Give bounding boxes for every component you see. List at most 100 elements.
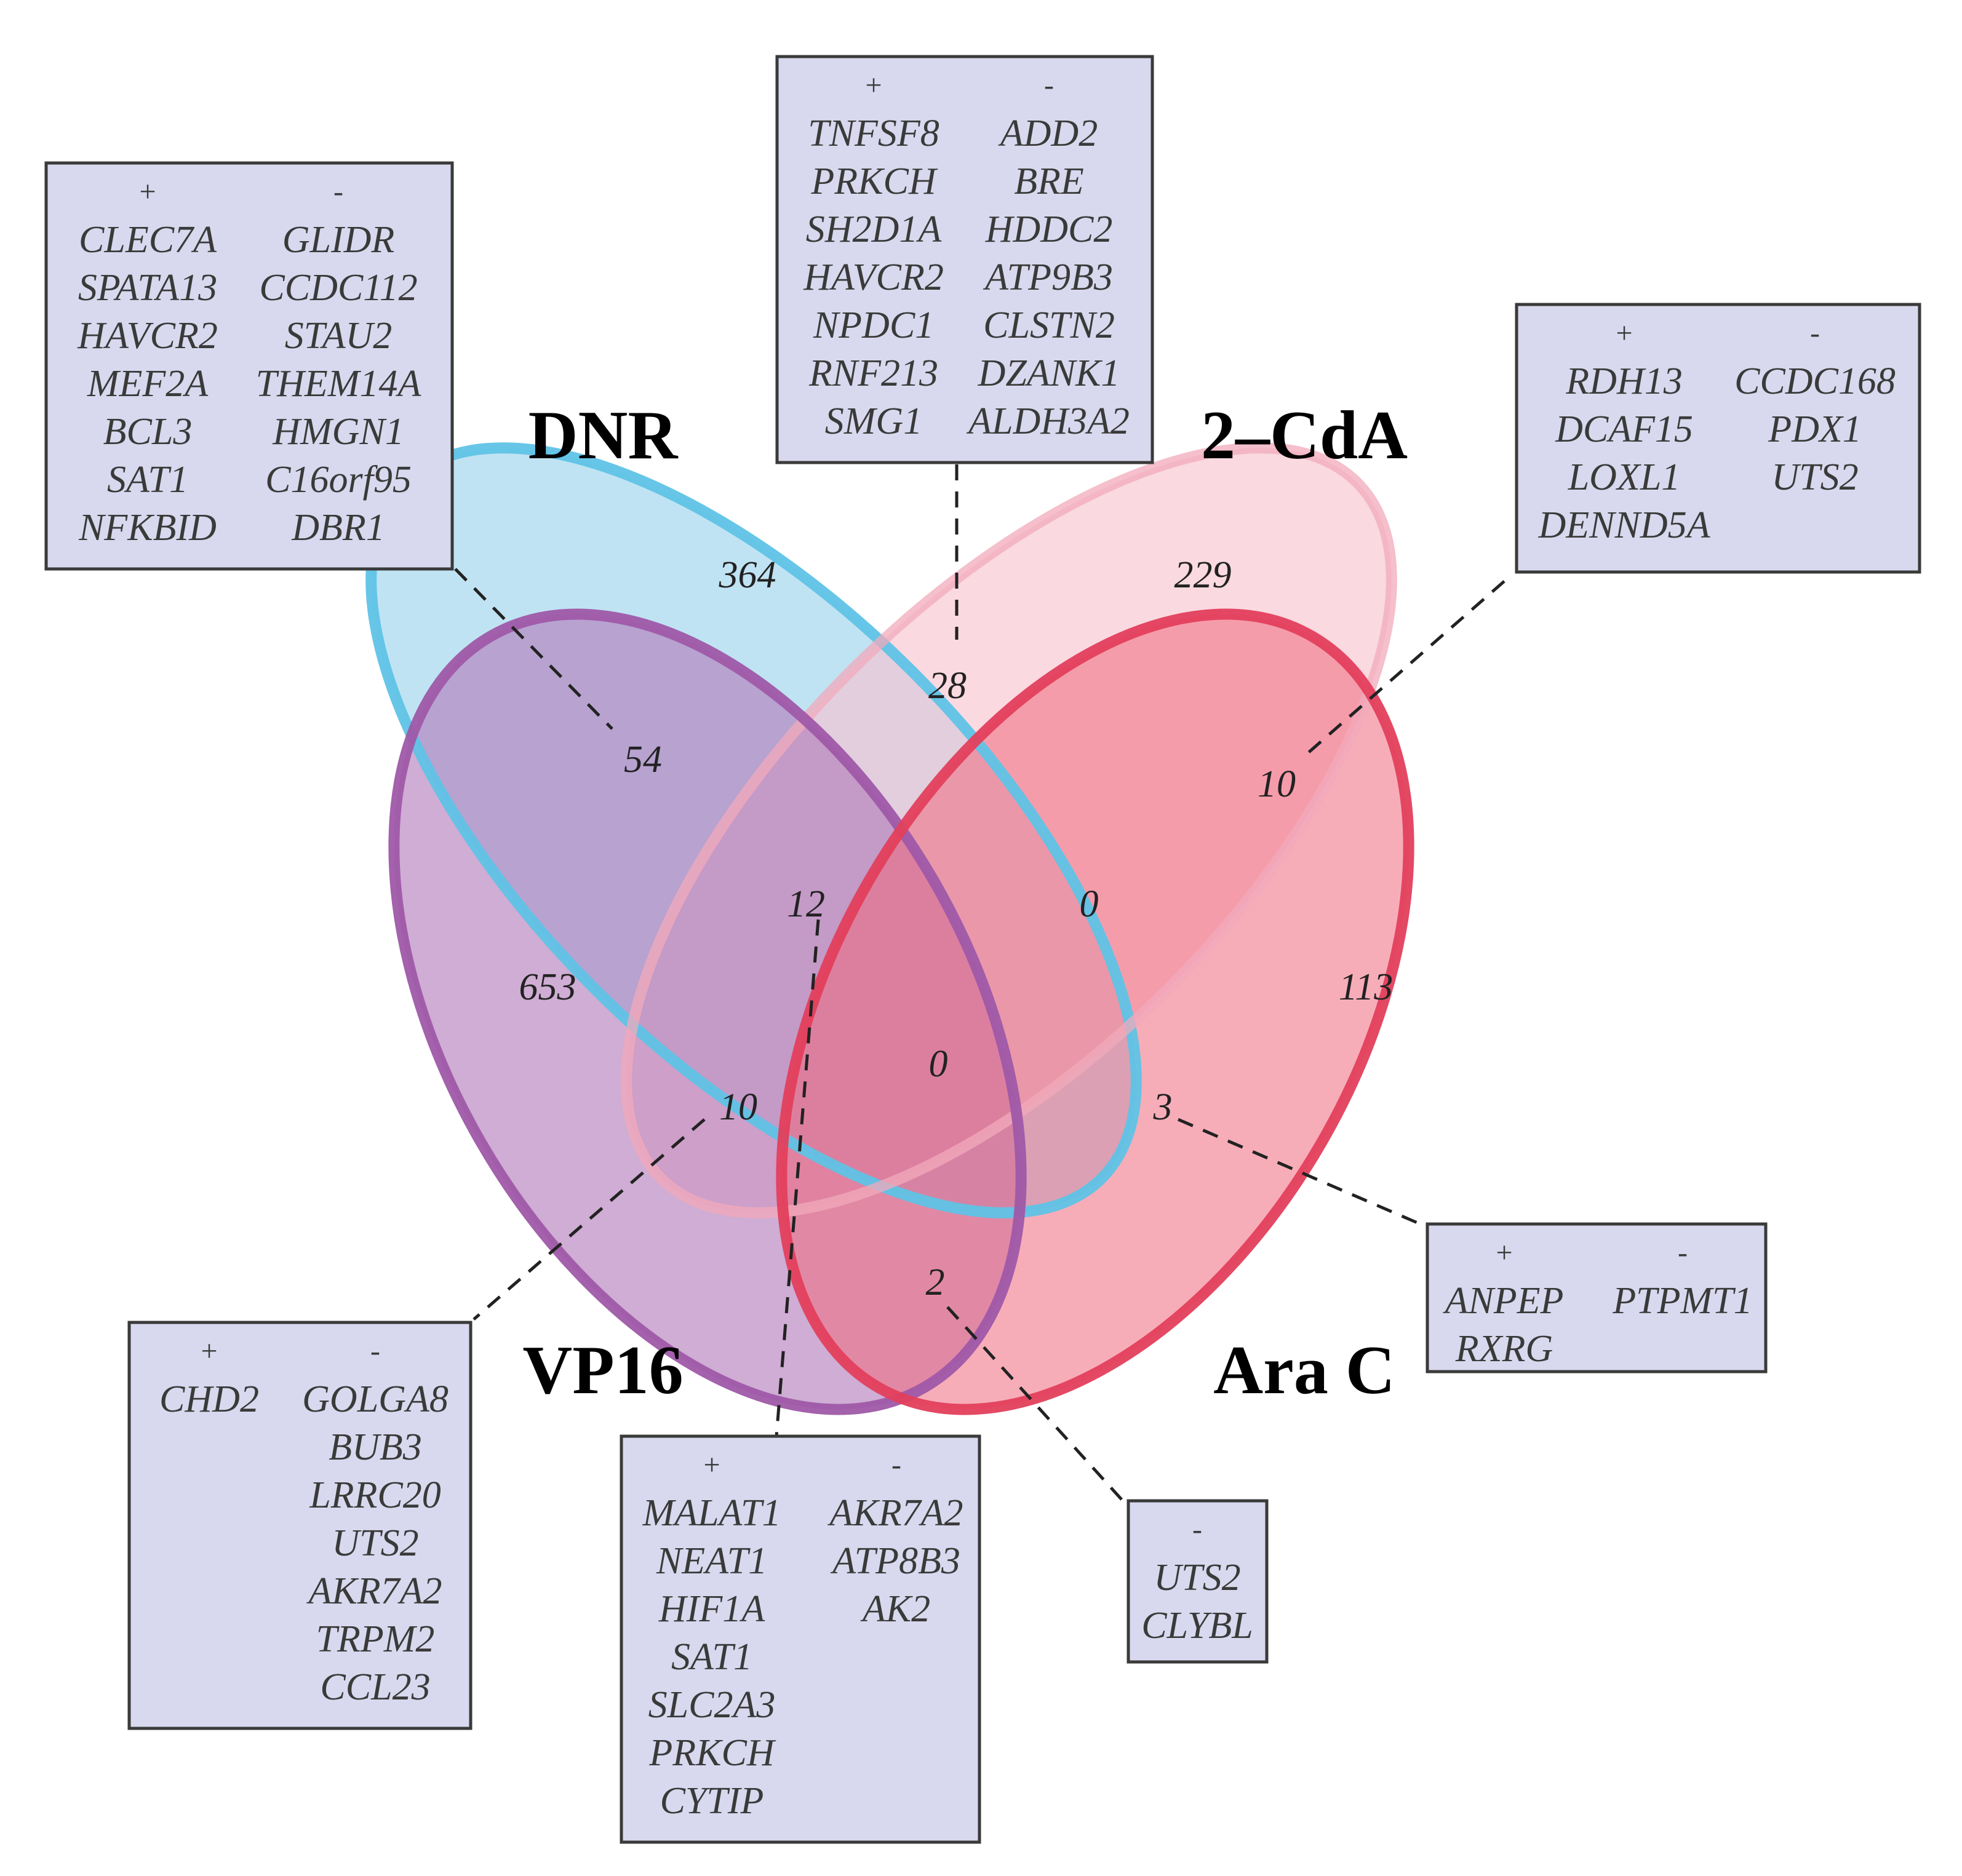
upregulated-gene: LOXL1	[1568, 456, 1681, 498]
downregulated-gene: UTS2	[1771, 456, 1858, 498]
plus-header: +	[1496, 1236, 1512, 1269]
ellipse-arac-fill	[781, 614, 1409, 1410]
downregulated-gene: AKR7A2	[827, 1492, 963, 1534]
count-cda-only: 229	[1174, 554, 1232, 596]
downregulated-gene: BRE	[1014, 161, 1084, 202]
plus-header: +	[139, 175, 156, 208]
count-cda-vp16: 10	[719, 1086, 757, 1128]
downregulated-gene: C16orf95	[265, 459, 412, 501]
upregulated-gene: RDH13	[1565, 360, 1682, 402]
gene-box-frame	[1127, 1499, 1269, 1664]
ellipse-arac-outline	[776, 608, 1414, 1415]
downregulated-gene: CLYBL	[1141, 1605, 1253, 1647]
set-fills	[371, 448, 1409, 1410]
gene-box-frame	[127, 1321, 473, 1730]
upregulated-gene: NEAT1	[656, 1540, 767, 1582]
upregulated-gene: SAT1	[671, 1636, 752, 1678]
gene-box-frame	[775, 55, 1154, 464]
upregulated-gene: RXRG	[1455, 1328, 1553, 1370]
gene-box-dnr-cda-vp16: +-MALAT1NEAT1HIF1ASAT1SLC2A3PRKCHCYTIPAK…	[620, 1434, 981, 1844]
set-label-arac: Ara C	[1213, 1332, 1395, 1409]
leader-lines	[454, 464, 1505, 1502]
upregulated-gene: SPATA13	[78, 267, 217, 309]
downregulated-gene: BUB3	[329, 1426, 422, 1468]
upregulated-gene: MALAT1	[642, 1492, 781, 1534]
minus-header: -	[1044, 69, 1054, 101]
gene-box-frame	[1426, 1222, 1768, 1373]
gene-box-dnr-cda: +-TNFSF8PRKCHSH2D1AHAVCR2NPDC1RNF213SMG1…	[775, 55, 1154, 464]
set-label-vp16: VP16	[522, 1332, 683, 1409]
upregulated-gene: DCAF15	[1555, 408, 1693, 450]
upregulated-gene: TNFSF8	[808, 113, 939, 154]
upregulated-gene: CYTIP	[660, 1780, 764, 1822]
downregulated-gene: CCL23	[320, 1666, 430, 1708]
downregulated-gene: ATP8B3	[830, 1540, 960, 1582]
count-dnr-arac: 3	[1153, 1086, 1173, 1128]
downregulated-gene: DBR1	[291, 507, 385, 549]
upregulated-gene: DENND5A	[1538, 504, 1711, 546]
upregulated-gene: MEF2A	[87, 363, 209, 405]
downregulated-gene: CLSTN2	[983, 304, 1115, 346]
set-label-cda: 2–CdA	[1201, 397, 1408, 474]
leader-line-dnr-cda-vp16	[775, 919, 820, 1437]
minus-header: -	[370, 1335, 380, 1367]
upregulated-gene: PRKCH	[648, 1732, 776, 1774]
upregulated-gene: HIF1A	[658, 1588, 765, 1630]
downregulated-gene: DZANK1	[978, 352, 1120, 394]
downregulated-gene: LRRC20	[309, 1474, 441, 1516]
downregulated-gene: THEM14A	[256, 363, 422, 405]
gene-box-frame	[620, 1434, 981, 1844]
count-dnr-vp16: 54	[624, 739, 662, 781]
count-dnr-cda: 28	[928, 665, 967, 707]
minus-header: -	[1192, 1513, 1202, 1546]
leader-line-dnr-vp16	[454, 568, 613, 730]
gene-box-frame	[44, 161, 454, 571]
region-counts: 364 229 28 54 10 12 0 653 113 0 10 3 2	[519, 554, 1394, 1303]
downregulated-gene: AK2	[860, 1588, 930, 1630]
count-dnr-only: 364	[719, 554, 776, 596]
leader-line-cda-arac	[1306, 580, 1505, 755]
downregulated-gene: STAU2	[285, 315, 393, 357]
count-all-four: 0	[929, 1043, 948, 1085]
minus-header: -	[1810, 317, 1820, 349]
leader-line-vp16-arac	[946, 1306, 1124, 1502]
gene-box-frame	[1515, 303, 1921, 574]
ellipse-cda-outline	[621, 442, 1397, 1218]
ellipse-vp16-outline	[388, 608, 1027, 1415]
downregulated-gene: TRPM2	[316, 1618, 435, 1660]
downregulated-gene: ALDH3A2	[966, 400, 1130, 442]
count-dnr-cda-arac: 0	[1080, 883, 1099, 925]
downregulated-gene: UTS2	[332, 1522, 418, 1564]
count-vp16-arac: 2	[926, 1262, 945, 1303]
count-cda-arac: 10	[1258, 763, 1296, 805]
downregulated-gene: PDX1	[1768, 408, 1862, 450]
upregulated-gene: SH2D1A	[806, 209, 943, 250]
downregulated-gene: HDDC2	[985, 209, 1113, 250]
upregulated-gene: SMG1	[825, 400, 922, 442]
downregulated-gene: PTPMT1	[1612, 1280, 1752, 1322]
plus-header: +	[1616, 317, 1632, 349]
upregulated-gene: RNF213	[808, 352, 938, 394]
downregulated-gene: HMGN1	[272, 411, 404, 453]
gene-boxes: +-CLEC7ASPATA13HAVCR2MEF2ABCL3SAT1NFKBID…	[44, 55, 1921, 1844]
downregulated-gene: AKR7A2	[306, 1570, 442, 1612]
downregulated-gene: ADD2	[998, 113, 1098, 154]
downregulated-gene: CCDC112	[259, 267, 417, 309]
plus-header: +	[201, 1335, 217, 1367]
count-arac-only: 113	[1339, 966, 1393, 1008]
upregulated-gene: ANPEP	[1443, 1280, 1564, 1322]
downregulated-gene: ATP9B3	[983, 256, 1113, 298]
upregulated-gene: SAT1	[107, 459, 188, 501]
upregulated-gene: PRKCH	[810, 161, 938, 202]
set-label-dnr: DNR	[528, 397, 679, 474]
upregulated-gene: NPDC1	[813, 304, 934, 346]
upregulated-gene: BCL3	[103, 411, 193, 453]
downregulated-gene: UTS2	[1154, 1557, 1240, 1599]
minus-header: -	[891, 1449, 901, 1481]
downregulated-gene: CCDC168	[1734, 360, 1896, 402]
